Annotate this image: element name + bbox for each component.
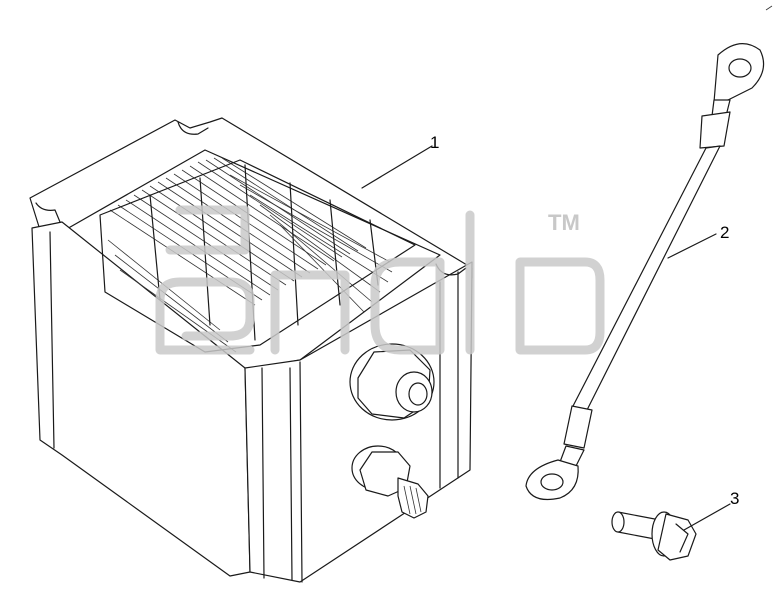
bolt xyxy=(611,511,697,561)
ground-cable xyxy=(525,43,765,501)
callout-2: 2 xyxy=(667,223,729,259)
callout-1: 1 xyxy=(361,133,439,189)
callout-1-label: 1 xyxy=(430,133,439,152)
watermark: TM xyxy=(155,205,605,355)
trademark-mark: TM xyxy=(548,210,580,235)
callout-2-label: 2 xyxy=(720,223,729,242)
callout-3: 3 xyxy=(683,489,739,531)
callout-3-label: 3 xyxy=(730,489,739,508)
terminal-nut xyxy=(349,343,435,421)
corner-mark xyxy=(765,5,773,11)
stud-terminal xyxy=(351,445,429,519)
